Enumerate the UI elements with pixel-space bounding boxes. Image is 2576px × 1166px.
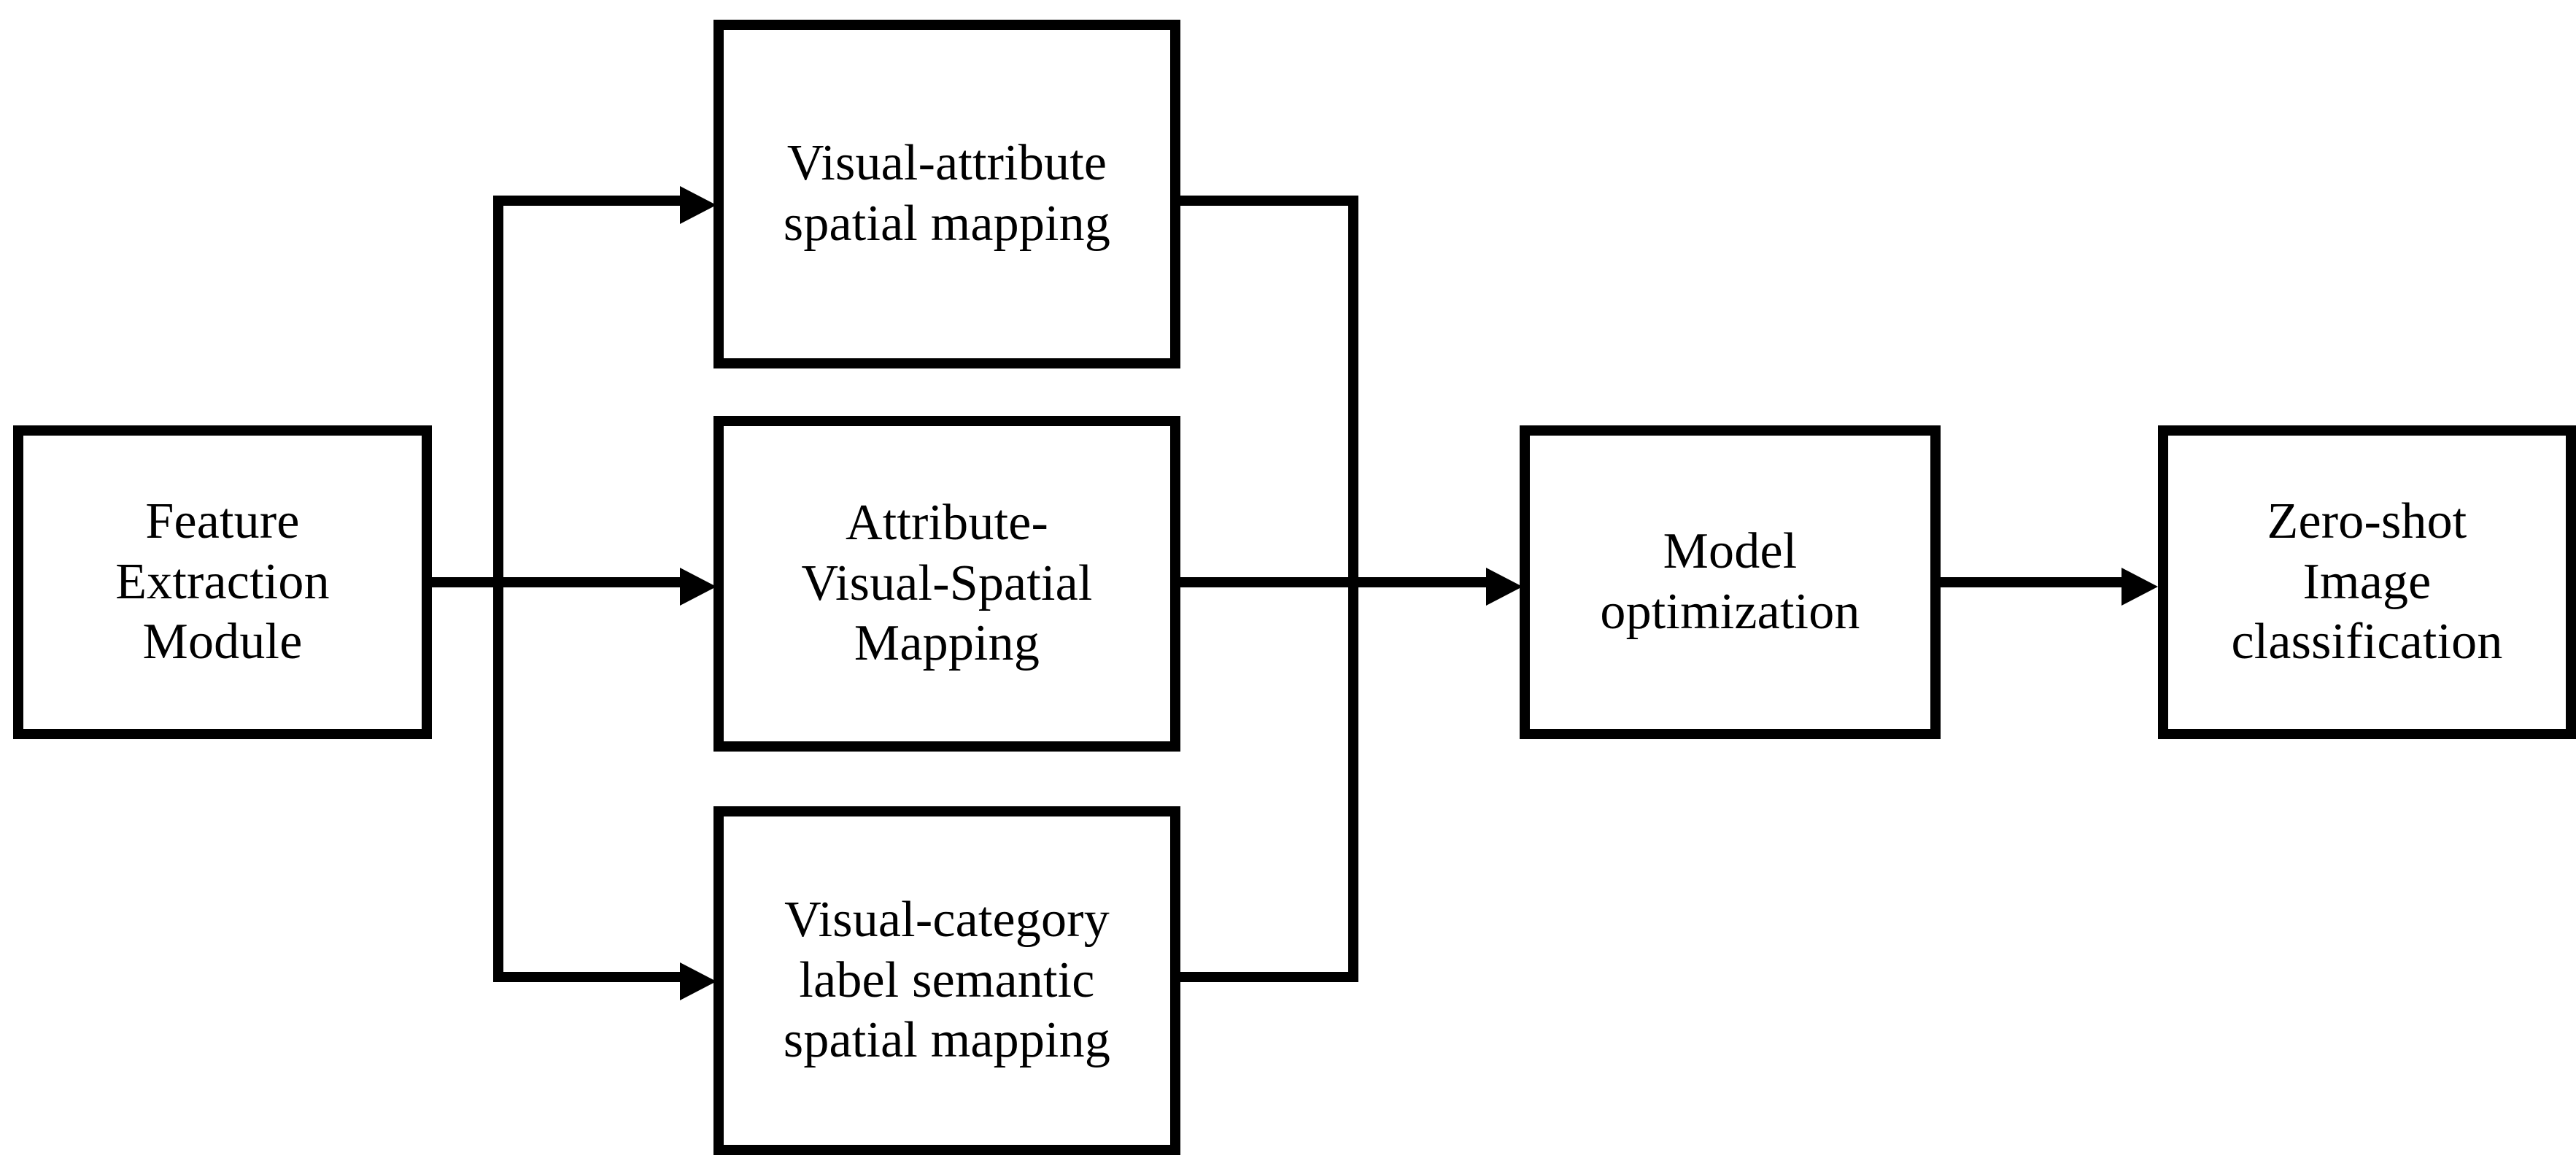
- node-visual-category-label-semantic-spatial-mapping[interactable]: Visual-category label semantic spatial m…: [713, 806, 1180, 1155]
- node-attribute-visual-spatial-mapping[interactable]: Attribute- Visual-Spatial Mapping: [713, 416, 1180, 752]
- edge-to-attribute-visual-spatial-mapping: [493, 577, 684, 587]
- node-model-optimization[interactable]: Model optimization: [1520, 425, 1941, 739]
- arrowhead-to-zero-shot-classification: [2121, 568, 2158, 606]
- edge-from-visual-attribute-mapping: [1176, 196, 1358, 206]
- edge-to-zero-shot-classification: [1937, 577, 2128, 587]
- edge-to-visual-category-mapping: [493, 972, 684, 982]
- node-visual-attribute-spatial-mapping-label: Visual-attribute spatial mapping: [783, 135, 1111, 252]
- edge-feature-extraction-stub: [432, 577, 503, 587]
- node-visual-category-label-semantic-spatial-mapping-label: Visual-category label semantic spatial m…: [783, 892, 1111, 1069]
- arrowhead-to-visual-category-mapping: [680, 962, 716, 1000]
- node-feature-extraction-module-label: Feature Extraction Module: [115, 493, 330, 671]
- node-attribute-visual-spatial-mapping-label: Attribute- Visual-Spatial Mapping: [801, 495, 1093, 672]
- node-visual-attribute-spatial-mapping[interactable]: Visual-attribute spatial mapping: [713, 20, 1180, 368]
- node-zero-shot-image-classification-label: Zero-shot Image classification: [2231, 493, 2503, 671]
- edge-to-model-optimization: [1176, 577, 1498, 587]
- arrowhead-to-model-optimization: [1486, 568, 1523, 606]
- node-zero-shot-image-classification[interactable]: Zero-shot Image classification: [2158, 425, 2576, 739]
- edge-right-merge-spine: [1348, 196, 1358, 982]
- node-feature-extraction-module[interactable]: Feature Extraction Module: [13, 425, 432, 739]
- arrowhead-to-visual-attribute-mapping: [680, 186, 716, 224]
- node-model-optimization-label: Model optimization: [1600, 523, 1860, 640]
- arrowhead-to-attribute-visual-spatial-mapping: [680, 568, 716, 606]
- edge-left-distribution-spine: [493, 196, 503, 982]
- edge-to-visual-attribute-mapping: [493, 196, 684, 206]
- edge-from-visual-category-mapping: [1176, 972, 1358, 982]
